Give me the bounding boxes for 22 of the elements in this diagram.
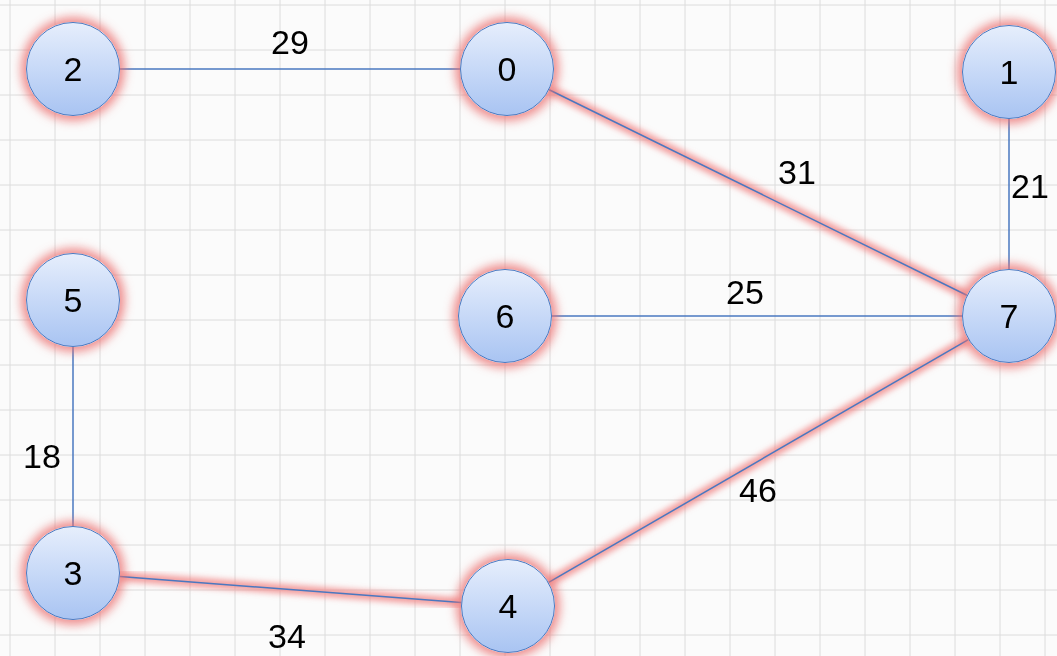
edge-line (119, 64, 461, 74)
node-number: 2 (63, 52, 83, 86)
edge-label: 25 (726, 275, 764, 309)
edge-line (547, 85, 969, 300)
node-number: 1 (999, 55, 1019, 89)
edge-line (119, 572, 462, 607)
edge-label: 34 (268, 619, 306, 653)
edge-line (68, 346, 78, 527)
node-number: 7 (999, 299, 1019, 333)
node-number: 3 (63, 556, 83, 590)
edge-line (551, 311, 963, 321)
node-number: 5 (63, 283, 83, 317)
node-number: 4 (498, 589, 518, 623)
edge-label: 46 (739, 473, 777, 507)
node-number: 0 (497, 52, 517, 86)
edge-line (1004, 118, 1014, 270)
edge-label: 18 (23, 439, 61, 473)
edge-line (546, 335, 971, 587)
edge-label: 29 (271, 25, 309, 59)
edge-label: 31 (778, 155, 816, 189)
node-number: 6 (495, 299, 515, 333)
edge-label: 21 (1011, 169, 1049, 203)
